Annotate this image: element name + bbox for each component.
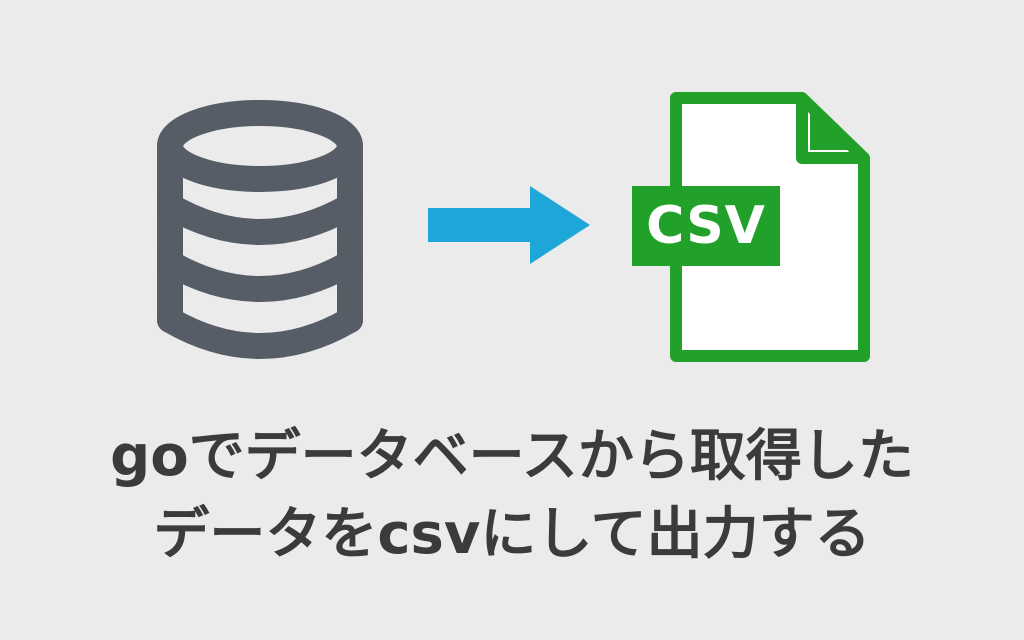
caption-line-2: データをcsvにして出力する	[153, 502, 871, 567]
caption: goでデータベースから取得した データをcsvにして出力する	[0, 418, 1024, 574]
database-icon	[157, 100, 363, 359]
arrow-right-icon	[428, 186, 590, 264]
csv-file-icon	[632, 92, 870, 362]
csv-label: CSV	[646, 196, 766, 256]
caption-line-1: goでデータベースから取得した	[110, 424, 914, 489]
